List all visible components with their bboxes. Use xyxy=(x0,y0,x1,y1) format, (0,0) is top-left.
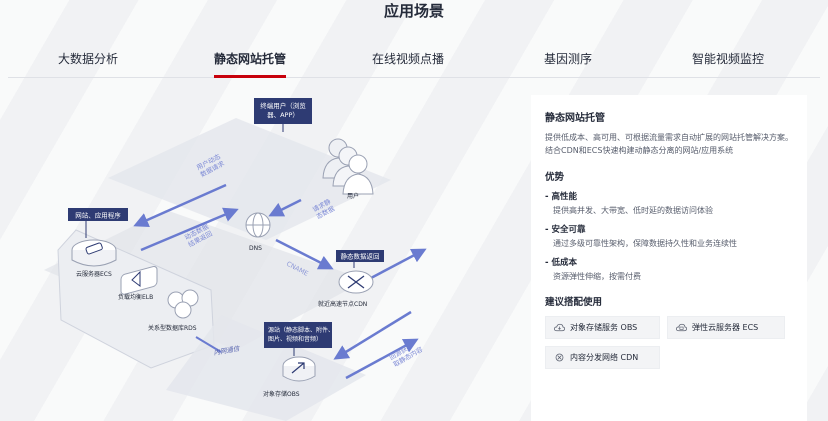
static-return-box xyxy=(336,250,384,262)
active-tab-indicator xyxy=(214,75,286,78)
panel-description: 提供低成本、高可用、可根据流量需求自动扩展的网站托管解决方案。结合CDN和ECS… xyxy=(545,133,793,155)
flow-label-origin-fetch: 回源获取静态内容 xyxy=(388,337,425,368)
tab-static-website-hosting[interactable]: 静态网站托管 xyxy=(214,52,287,66)
cdn-label: 就近高速节点CDN xyxy=(318,300,367,308)
arrow-static-return xyxy=(370,248,427,280)
rds-database-icon xyxy=(167,289,199,319)
advantage-high-performance: 高性能 提供高并发、大带宽、低时延的数据访问体验 xyxy=(545,190,793,216)
cloud-storage-icon xyxy=(554,323,565,332)
arrow-origin-fetch xyxy=(333,310,412,360)
arrow-user-dynamic-request xyxy=(133,183,227,227)
tab-gene-sequencing[interactable]: 基因测序 xyxy=(544,52,593,66)
rds-label: 关系型数据库RDS xyxy=(148,324,197,332)
svg-text:网站、应用程序: 网站、应用程序 xyxy=(75,211,121,220)
ecs-label: 云服务器ECS xyxy=(76,270,112,278)
obs-storage-icon xyxy=(282,356,316,382)
dns-globe-icon xyxy=(245,212,271,238)
cloud-server-icon xyxy=(676,323,687,332)
svg-text:终端用户（浏览器、APP）: 终端用户（浏览器、APP） xyxy=(260,101,306,119)
panel-title: 静态网站托管 xyxy=(545,113,605,124)
user-label: 用户 xyxy=(347,192,359,200)
dns-label: DNS xyxy=(249,245,262,252)
origin-box xyxy=(264,322,332,348)
architecture-diagram: 用户动态数据请求 动态数据结果返回 请求静态数据 CNAME 内网通信 回源获取… xyxy=(44,98,427,421)
arrow-origin-return xyxy=(345,338,419,380)
recommend-title: 建议搭配使用 xyxy=(545,297,603,308)
storage-layer-platform xyxy=(166,315,366,421)
arrow-cname xyxy=(275,238,334,270)
tab-video-on-demand[interactable]: 在线视频点播 xyxy=(372,52,445,66)
scenario-detail-panel: 静态网站托管 提供低成本、高可用、可根据流量需求自动扩展的网站托管解决方案。结合… xyxy=(531,95,807,421)
end-user-box xyxy=(254,98,312,124)
ecs-server-icon xyxy=(71,239,117,267)
elb-load-balancer-icon xyxy=(120,265,158,295)
cdn-layer-platform xyxy=(44,210,366,350)
arrow-intranet xyxy=(195,336,222,353)
service-obs-link[interactable]: 对象存储服务 OBS xyxy=(545,316,660,339)
service-cdn-link[interactable]: 内容分发网络 CDN xyxy=(545,346,660,369)
svg-text:源站（静态脚本、附件、图片、视频和音频）: 源站（静态脚本、附件、图片、视频和音频） xyxy=(268,326,334,343)
obs-label: 对象存储OBS xyxy=(263,390,300,398)
users-icon xyxy=(322,138,374,195)
service-ecs-link[interactable]: 弹性云服务器 ECS xyxy=(667,316,785,339)
advantage-low-cost: 低成本 资源弹性伸缩，按需付费 xyxy=(545,256,793,282)
page-title: 应用场景 xyxy=(383,2,444,20)
cdn-node-icon xyxy=(338,270,374,294)
arrow-dynamic-return xyxy=(140,207,239,252)
user-layer-platform xyxy=(108,118,391,240)
elb-label: 负载均衡ELB xyxy=(118,293,153,301)
arrow-user-static-request xyxy=(268,198,302,217)
site-app-box xyxy=(68,208,128,221)
recommended-services: 对象存储服务 OBS 弹性云服务器 ECS 内容分发网络 CDN xyxy=(545,316,793,369)
advantage-secure-reliable: 安全可靠 通过多级可靠性架构，保障数据持久性和业务连续性 xyxy=(545,223,793,249)
advantages-title: 优势 xyxy=(545,172,565,183)
svg-text:静态数据返回: 静态数据返回 xyxy=(341,252,380,261)
tab-video-surveillance[interactable]: 智能视频监控 xyxy=(692,52,765,66)
scenario-tabs: 大数据分析 静态网站托管 在线视频点播 基因测序 智能视频监控 xyxy=(8,40,820,78)
cdn-icon xyxy=(555,353,564,362)
tab-big-data-analysis[interactable]: 大数据分析 xyxy=(58,52,119,66)
